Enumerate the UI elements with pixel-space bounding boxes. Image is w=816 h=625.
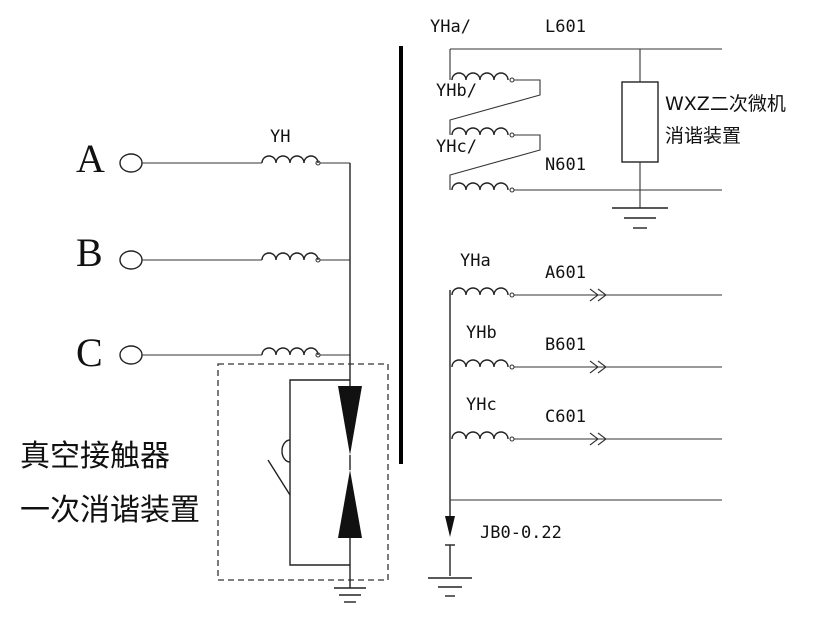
polarity-dot: [509, 292, 515, 298]
c601-label: C601: [545, 407, 586, 427]
primary-device-label-1: 真空接触器: [20, 439, 170, 474]
star-coil-c: [451, 431, 509, 440]
polarity-dot: [509, 364, 515, 370]
phase-a-terminal: [119, 153, 143, 173]
yhc-prime-label: YHc/: [436, 137, 477, 157]
yhc-label: YHc: [466, 395, 497, 415]
yhb-label: YHb: [466, 323, 497, 343]
polarity-dot: [509, 132, 515, 138]
series-link-bc: [449, 134, 541, 190]
polarity-dot: [509, 77, 515, 83]
nonlinear-resistor-upper: [338, 386, 362, 455]
open-delta-coil-c: [451, 182, 509, 191]
contactor-contact: [267, 459, 291, 496]
yha-prime-label: YHa/: [430, 17, 471, 37]
ground-symbol-left: [334, 587, 366, 603]
wxz-label-2: 消谐装置: [665, 125, 741, 147]
primary-device-label-2: 一次消谐装置: [20, 493, 200, 528]
nonlinear-resistor-lower: [338, 470, 362, 538]
polarity-dot: [509, 436, 515, 442]
primary-coil-a: [261, 155, 319, 164]
ground-symbol-bottom-right: [428, 577, 472, 597]
arrester-triangle: [445, 516, 455, 537]
contactor-coil: [281, 439, 291, 463]
contactor-bypass: [289, 379, 350, 566]
phase-c-terminal: [119, 345, 143, 365]
b601-connector-icon: [589, 360, 607, 374]
phase-a-label: A: [76, 136, 105, 181]
n601-label: N601: [545, 155, 586, 175]
c601-connector-icon: [589, 432, 607, 446]
a601-connector-icon: [589, 288, 607, 302]
open-delta-coil-a: [451, 72, 509, 81]
yh-label: YH: [270, 127, 290, 147]
polarity-dot: [509, 187, 515, 193]
phase-c-label: C: [76, 330, 103, 375]
phase-b-label: B: [76, 230, 103, 275]
ground-symbol-top-right: [612, 207, 668, 229]
jb0-label: JB0-0.22: [480, 523, 562, 543]
series-link-ab: [449, 79, 541, 135]
star-coil-a: [451, 287, 509, 296]
primary-coil-c: [261, 347, 319, 356]
wxz-label-1: WXZ二次微机: [665, 93, 786, 115]
wxz-device-box: [621, 81, 659, 163]
a601-label: A601: [545, 263, 586, 283]
open-delta-coil-b: [451, 127, 509, 136]
yha-label: YHa: [460, 251, 491, 271]
primary-eliminator-box: [217, 363, 389, 581]
b601-label: B601: [545, 335, 586, 355]
star-coil-b: [451, 359, 509, 368]
yhb-prime-label: YHb/: [436, 81, 477, 101]
primary-coil-b: [261, 252, 319, 261]
phase-b-terminal: [119, 250, 143, 270]
l601-label: L601: [545, 17, 586, 37]
